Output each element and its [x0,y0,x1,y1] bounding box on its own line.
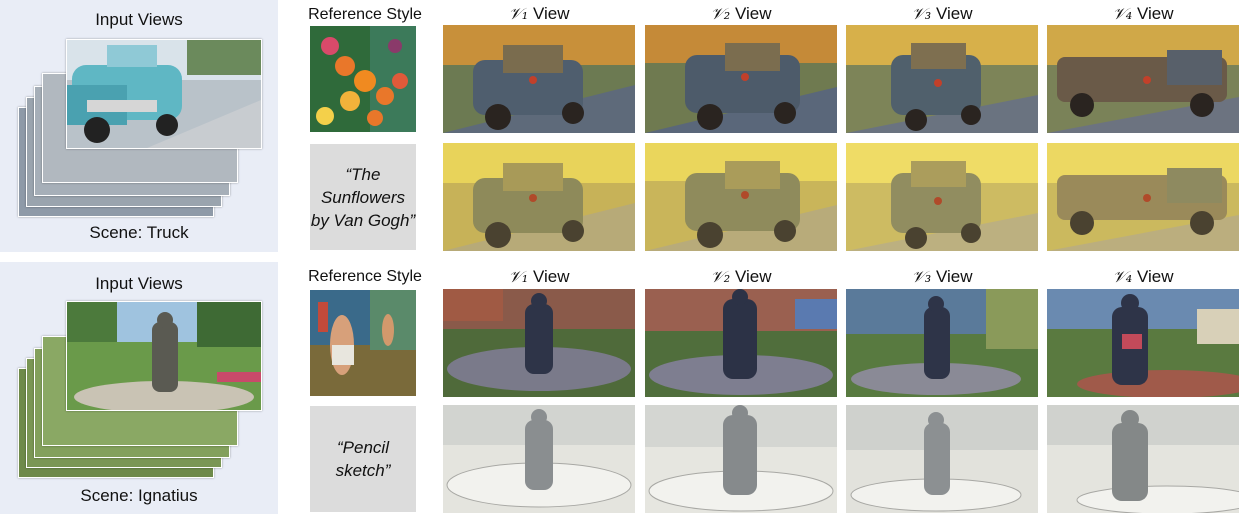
input-views-panel-ignatius: Input Views Scene: Ignatius [0,262,278,514]
text-prompt-box: “The Sunflowers by Van Gogh” [310,144,416,250]
input-views-title: Input Views [95,274,183,293]
stylized-view-v4 [1047,143,1239,251]
view-header-v3: 𝒱₃ View [911,4,973,23]
input-views-title: Input Views [95,10,183,29]
stylized-view-v1 [443,289,635,397]
input-view-image-front [66,301,262,411]
stylized-view-v2 [645,405,837,513]
stylized-view-v1 [443,143,635,251]
view-header-v3: 𝒱₃ View [911,267,973,286]
stylized-view-v4 [1047,25,1239,133]
view-header-v4: 𝒱₄ View [1112,267,1174,286]
view-header-v4: 𝒱₄ View [1112,4,1174,23]
reference-style-header: Reference Style [308,6,422,23]
view-header-v2: 𝒱₂ View [710,4,772,23]
view-header-v1: 𝒱₁ View [508,4,570,23]
reference-style-image-flowers [310,26,416,132]
input-views-panel-truck: Input Views Scene: Truck [0,0,278,252]
stylized-view-v2 [645,25,837,133]
stylized-view-v4 [1047,405,1239,513]
stylized-view-v1 [443,405,635,513]
reference-style-header: Reference Style [308,268,422,285]
stylized-view-v3 [846,143,1038,251]
stylized-view-v2 [645,143,837,251]
scene-label-truck: Scene: Truck [89,223,189,242]
stylized-view-v3 [846,289,1038,397]
input-view-image-front [66,39,262,149]
stylized-view-v3 [846,405,1038,513]
stylized-view-v1 [443,25,635,133]
view-header-v2: 𝒱₂ View [710,267,772,286]
view-header-v1: 𝒱₁ View [508,267,570,286]
stylized-view-v2 [645,289,837,397]
text-prompt-box: “Pencil sketch” [310,406,416,512]
stylized-view-v3 [846,25,1038,133]
scene-label-ignatius: Scene: Ignatius [80,486,198,505]
stylized-view-v4 [1047,289,1239,397]
reference-style-image-figures [310,290,416,396]
